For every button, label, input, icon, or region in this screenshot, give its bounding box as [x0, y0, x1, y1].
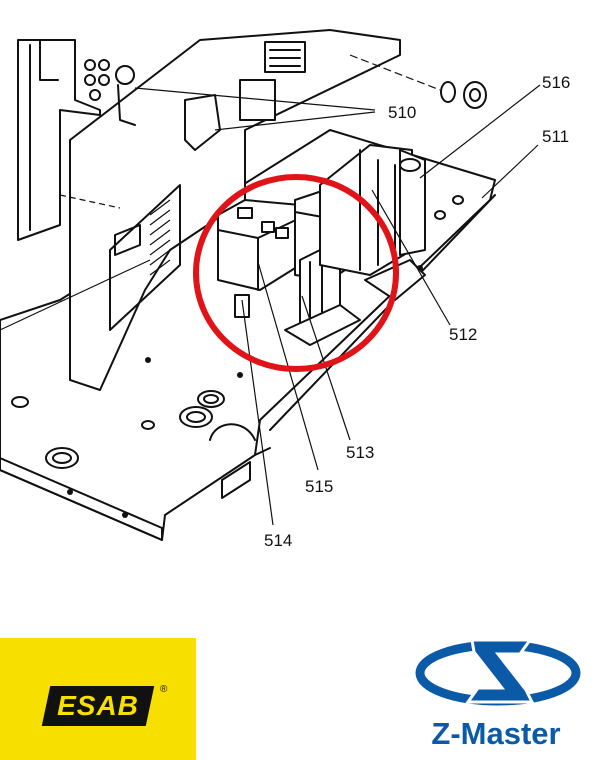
callout-514: 514: [264, 531, 292, 550]
side-panel: [17, 39, 101, 241]
hardware: [84, 59, 487, 220]
z-master-logo-text: Z-Master: [431, 716, 561, 751]
leader-lines: [134, 84, 541, 526]
exploded-view-drawing: 510 516 511 512 513 515 514: [0, 29, 570, 550]
callout-510: 510: [388, 103, 416, 122]
grommets: [11, 265, 423, 518]
callout-515: 515: [305, 477, 333, 496]
callout-511: 511: [542, 127, 569, 146]
relay-assembly: [217, 189, 361, 346]
esab-logo-text: ESAB: [57, 690, 139, 721]
z-master-logo-mark: [415, 638, 581, 706]
callout-516: 516: [542, 73, 570, 92]
rear-board: [0, 29, 401, 391]
rear-components: [184, 41, 441, 151]
callout-512: 512: [449, 325, 477, 344]
highlight-circle: [193, 174, 399, 372]
esab-registered-mark: ®: [160, 684, 168, 695]
callout-513: 513: [346, 443, 374, 462]
